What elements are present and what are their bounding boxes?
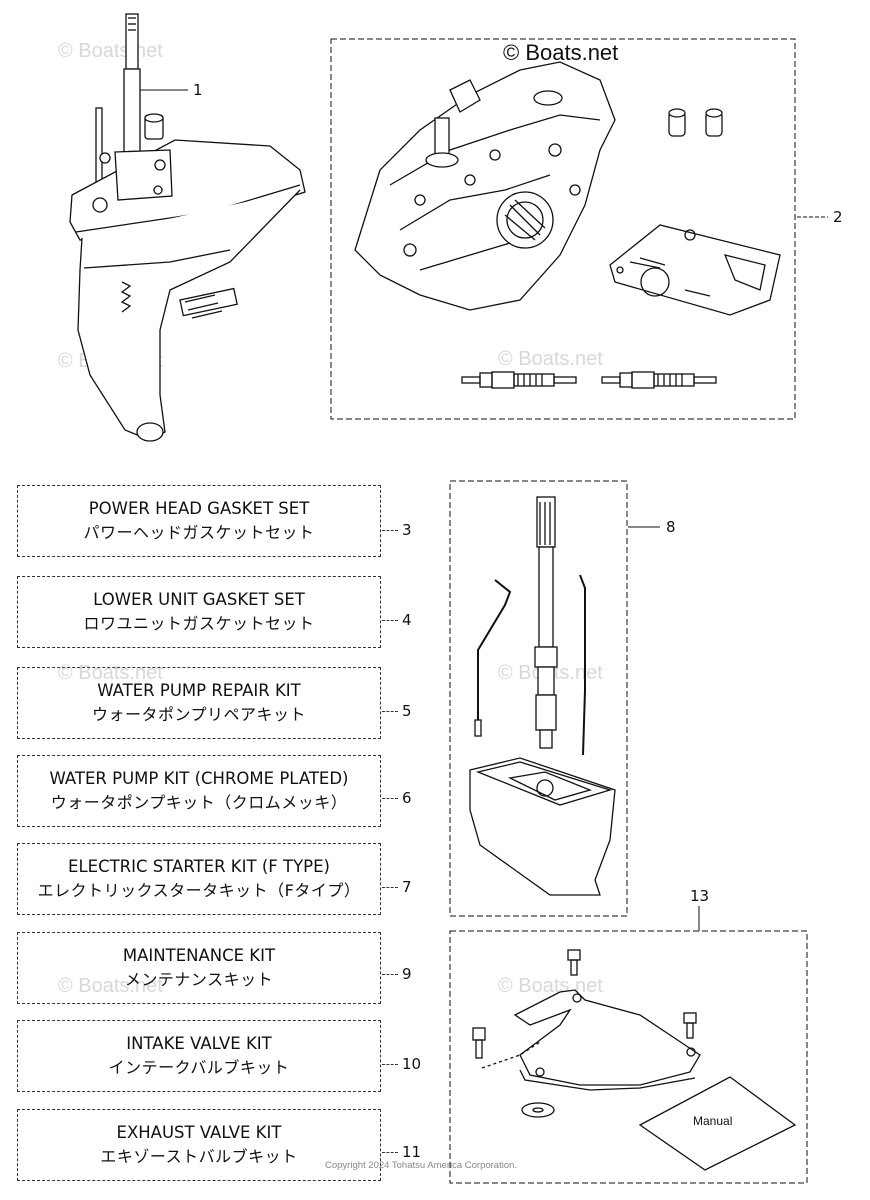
kit-leader [382, 530, 398, 531]
kit-name-jp: エレクトリックスタータキット（Fタイプ） [37, 881, 361, 900]
kit-water-pump-kit-chrome: WATER PUMP KIT (CHROME PLATED) ウォータポンプキッ… [17, 755, 381, 827]
kit-name-en: EXHAUST VALVE KIT [116, 1123, 282, 1142]
kit-name-jp: ウォータポンプリペアキット [91, 705, 307, 724]
copyright-notice: Copyright 2024 Tohatsu America Corporati… [325, 1160, 518, 1171]
lower-unit-drawing [69, 13, 306, 442]
kit-number: 11 [402, 1143, 422, 1161]
kit-leader [382, 620, 398, 621]
kit-exhaust-valve-kit: EXHAUST VALVE KIT エキゾーストバルブキット [17, 1109, 381, 1181]
kit-name-en: INTAKE VALVE KIT [126, 1034, 272, 1053]
kit-name-jp: ウォータポンプキット（クロムメッキ） [50, 793, 348, 812]
kit-number: 10 [402, 1055, 422, 1073]
kit-number: 9 [402, 965, 412, 983]
kit-leader [382, 711, 398, 712]
callout-1: 1 [193, 81, 203, 99]
kit-power-head-gasket-set: POWER HEAD GASKET SET パワーヘッドガスケットセット [17, 485, 381, 557]
kit-name-en: POWER HEAD GASKET SET [88, 499, 310, 518]
kit-name-jp: エキゾーストバルブキット [100, 1147, 298, 1166]
watermark-header: © Boats.net [503, 40, 619, 65]
kit-leader [382, 887, 398, 888]
watermark-mid-right: © Boats.net [498, 348, 603, 370]
kit-name-en: MAINTENANCE KIT [122, 946, 276, 965]
kit-leader [382, 974, 398, 975]
watermark-bottom-left: © Boats.net [58, 975, 163, 997]
kit-number: 3 [402, 521, 412, 539]
kit-leader [382, 798, 398, 799]
kit-leader [382, 1064, 398, 1065]
kit-name-jp: メンテナンスキット [124, 970, 274, 989]
callout-2: 2 [833, 208, 843, 226]
drive-shaft-kit-drawing [469, 496, 616, 896]
callout-13: 13 [690, 887, 710, 905]
kit-name-jp: ロワユニットガスケットセット [83, 614, 315, 633]
kit-name-en: WATER PUMP REPAIR KIT [97, 681, 301, 700]
callout-8: 8 [666, 518, 676, 536]
kit-electric-starter-kit: ELECTRIC STARTER KIT (F TYPE) エレクトリックスター… [17, 843, 381, 915]
power-head-drawing [354, 61, 781, 389]
kit-number: 5 [402, 702, 412, 720]
kit-name-en: LOWER UNIT GASKET SET [93, 590, 305, 609]
kit-intake-valve-kit: INTAKE VALVE KIT インテークバルブキット [17, 1020, 381, 1092]
bracket-kit-drawing [472, 949, 797, 1171]
kit-water-pump-repair-kit: WATER PUMP REPAIR KIT ウォータポンプリペアキット [17, 667, 381, 739]
kit-lower-unit-gasket-set: LOWER UNIT GASKET SET ロワユニットガスケットセット [17, 576, 381, 648]
kit-maintenance-kit: MAINTENANCE KIT メンテナンスキット [17, 932, 381, 1004]
kit-number: 6 [402, 789, 412, 807]
kit-number: 4 [402, 611, 412, 629]
kit-name-jp: パワーヘッドガスケットセット [83, 523, 315, 542]
kit-number: 7 [402, 878, 412, 896]
kit-name-jp: インテークバルブキット [108, 1058, 290, 1077]
kit-name-en: ELECTRIC STARTER KIT (F TYPE) [68, 857, 330, 876]
kit-leader [382, 1152, 398, 1153]
manual-label: Manual [693, 1114, 733, 1128]
kit-name-en: WATER PUMP KIT (CHROME PLATED) [49, 769, 349, 788]
